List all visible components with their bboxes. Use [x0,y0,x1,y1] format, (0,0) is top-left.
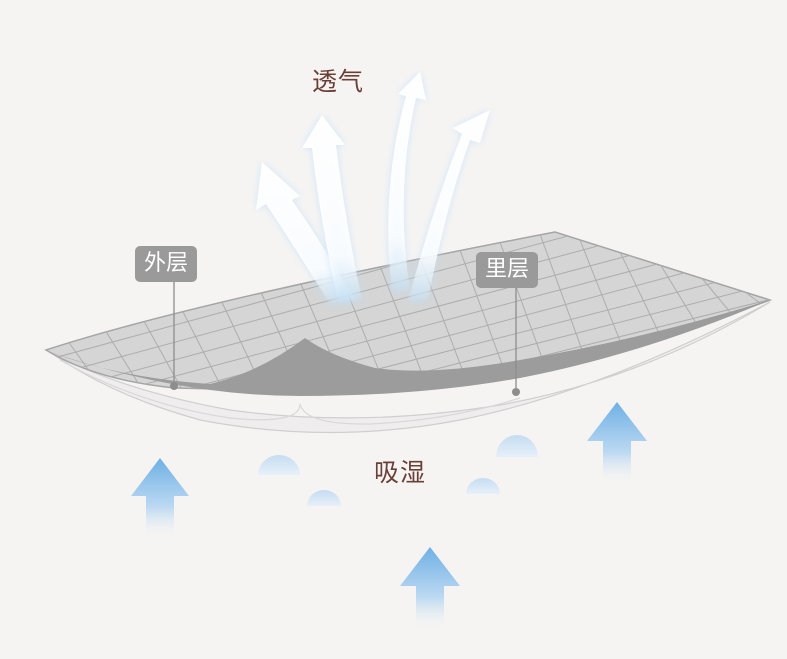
airflow-arrows [256,72,490,304]
blue-up-arrow-icon [587,402,647,486]
inner-layer [50,300,770,396]
moisture-arrows [131,402,647,631]
outer-layer-tag: 外层 [135,246,198,282]
blue-up-arrow-icon [131,458,189,540]
inner-layer-pointer-dot [512,388,520,396]
moisture-drop-icon [307,490,341,506]
breathable-caption: 透气 [312,67,365,96]
outer-layer-pointer-dot [170,382,178,390]
moisture-drop-icon [466,478,500,494]
moisture-drop-icon [496,435,538,457]
moisture-drops [258,435,538,506]
moisture-drop-icon [258,455,300,475]
blue-up-arrow-icon [400,547,460,631]
air-arrow-2 [302,115,362,302]
inner-layer-tag: 里层 [476,252,539,288]
air-arrow-3 [388,72,426,292]
absorb-caption: 吸湿 [374,458,427,487]
air-arrow-1 [256,162,355,304]
base-fabric-layer [49,301,771,434]
air-arrow-4 [408,110,490,302]
